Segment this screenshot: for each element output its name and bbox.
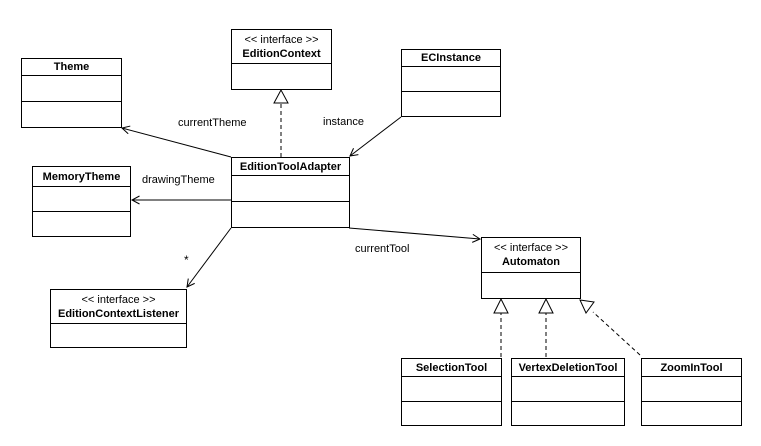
stereotype-label: << interface >> bbox=[244, 33, 319, 46]
class-box-theme: Theme bbox=[21, 58, 122, 128]
hollow-triangle-arrowhead-icon bbox=[579, 299, 595, 314]
edge-label-current-theme: currentTheme bbox=[178, 117, 247, 129]
attributes-compartment bbox=[512, 376, 624, 401]
class-title: MemoryTheme bbox=[33, 167, 130, 186]
class-name: EditionToolAdapter bbox=[239, 160, 342, 173]
realization-line-zoom-in-tool bbox=[592, 311, 641, 356]
hollow-triangle-arrowhead-icon bbox=[538, 297, 554, 314]
class-box-edition-context: << interface >> EditionContext bbox=[231, 29, 332, 90]
class-title: ECInstance bbox=[402, 50, 500, 66]
class-box-edition-context-listener: << interface >> EditionContextListener bbox=[50, 289, 187, 348]
class-title: ZoomInTool bbox=[642, 359, 741, 376]
methods-compartment bbox=[33, 211, 130, 236]
attributes-compartment bbox=[232, 175, 349, 201]
class-box-memory-theme: MemoryTheme bbox=[32, 166, 131, 237]
association-line-listener bbox=[186, 227, 232, 288]
edge-label-drawing-theme: drawingTheme bbox=[142, 174, 215, 186]
class-box-vertex-deletion-tool: VertexDeletionTool bbox=[511, 358, 625, 426]
class-name: VertexDeletionTool bbox=[518, 361, 618, 374]
methods-compartment bbox=[402, 91, 500, 116]
class-box-ec-instance: ECInstance bbox=[401, 49, 501, 117]
stereotype-label: << interface >> bbox=[81, 293, 156, 306]
edge-label-instance: instance bbox=[323, 116, 364, 128]
attributes-compartment bbox=[642, 376, 741, 401]
class-name: Automaton bbox=[501, 256, 561, 268]
class-name: ECInstance bbox=[421, 52, 481, 64]
class-name: MemoryTheme bbox=[42, 170, 121, 183]
class-title: << interface >> Automaton bbox=[482, 238, 580, 272]
attributes-compartment bbox=[33, 186, 130, 211]
class-name: EditionContext bbox=[242, 47, 321, 60]
class-title: VertexDeletionTool bbox=[512, 359, 624, 376]
edge-label-listener-multiplicity: * bbox=[184, 253, 189, 267]
class-box-selection-tool: SelectionTool bbox=[401, 358, 502, 426]
class-title: << interface >> EditionContext bbox=[232, 30, 331, 63]
class-name: SelectionTool bbox=[415, 361, 488, 374]
class-name: Theme bbox=[53, 61, 90, 73]
methods-compartment bbox=[232, 63, 331, 89]
methods-compartment bbox=[232, 201, 349, 227]
class-box-edition-tool-adapter: EditionToolAdapter bbox=[231, 157, 350, 228]
methods-compartment bbox=[51, 323, 186, 347]
methods-compartment bbox=[22, 101, 121, 127]
hollow-triangle-arrowhead-icon bbox=[273, 88, 289, 104]
attributes-compartment bbox=[402, 66, 500, 91]
class-name: EditionContextListener bbox=[57, 307, 179, 320]
attributes-compartment bbox=[22, 75, 121, 101]
class-box-automaton: << interface >> Automaton bbox=[481, 237, 581, 299]
class-title: SelectionTool bbox=[402, 359, 501, 376]
hollow-triangle-arrowhead-icon bbox=[493, 297, 509, 314]
methods-compartment bbox=[512, 401, 624, 425]
class-title: EditionToolAdapter bbox=[232, 158, 349, 175]
stereotype-label: << interface >> bbox=[494, 242, 568, 254]
association-line-current-theme bbox=[120, 125, 232, 158]
association-line-current-tool bbox=[348, 227, 482, 243]
methods-compartment bbox=[642, 401, 741, 425]
class-title: << interface >> EditionContextListener bbox=[51, 290, 186, 323]
attributes-compartment bbox=[402, 376, 501, 401]
association-line-instance bbox=[349, 116, 402, 157]
class-box-zoom-in-tool: ZoomInTool bbox=[641, 358, 742, 426]
methods-compartment bbox=[402, 401, 501, 425]
class-title: Theme bbox=[22, 59, 121, 75]
methods-compartment bbox=[482, 272, 580, 298]
edge-label-current-tool: currentTool bbox=[355, 243, 410, 255]
class-name: ZoomInTool bbox=[660, 361, 723, 374]
